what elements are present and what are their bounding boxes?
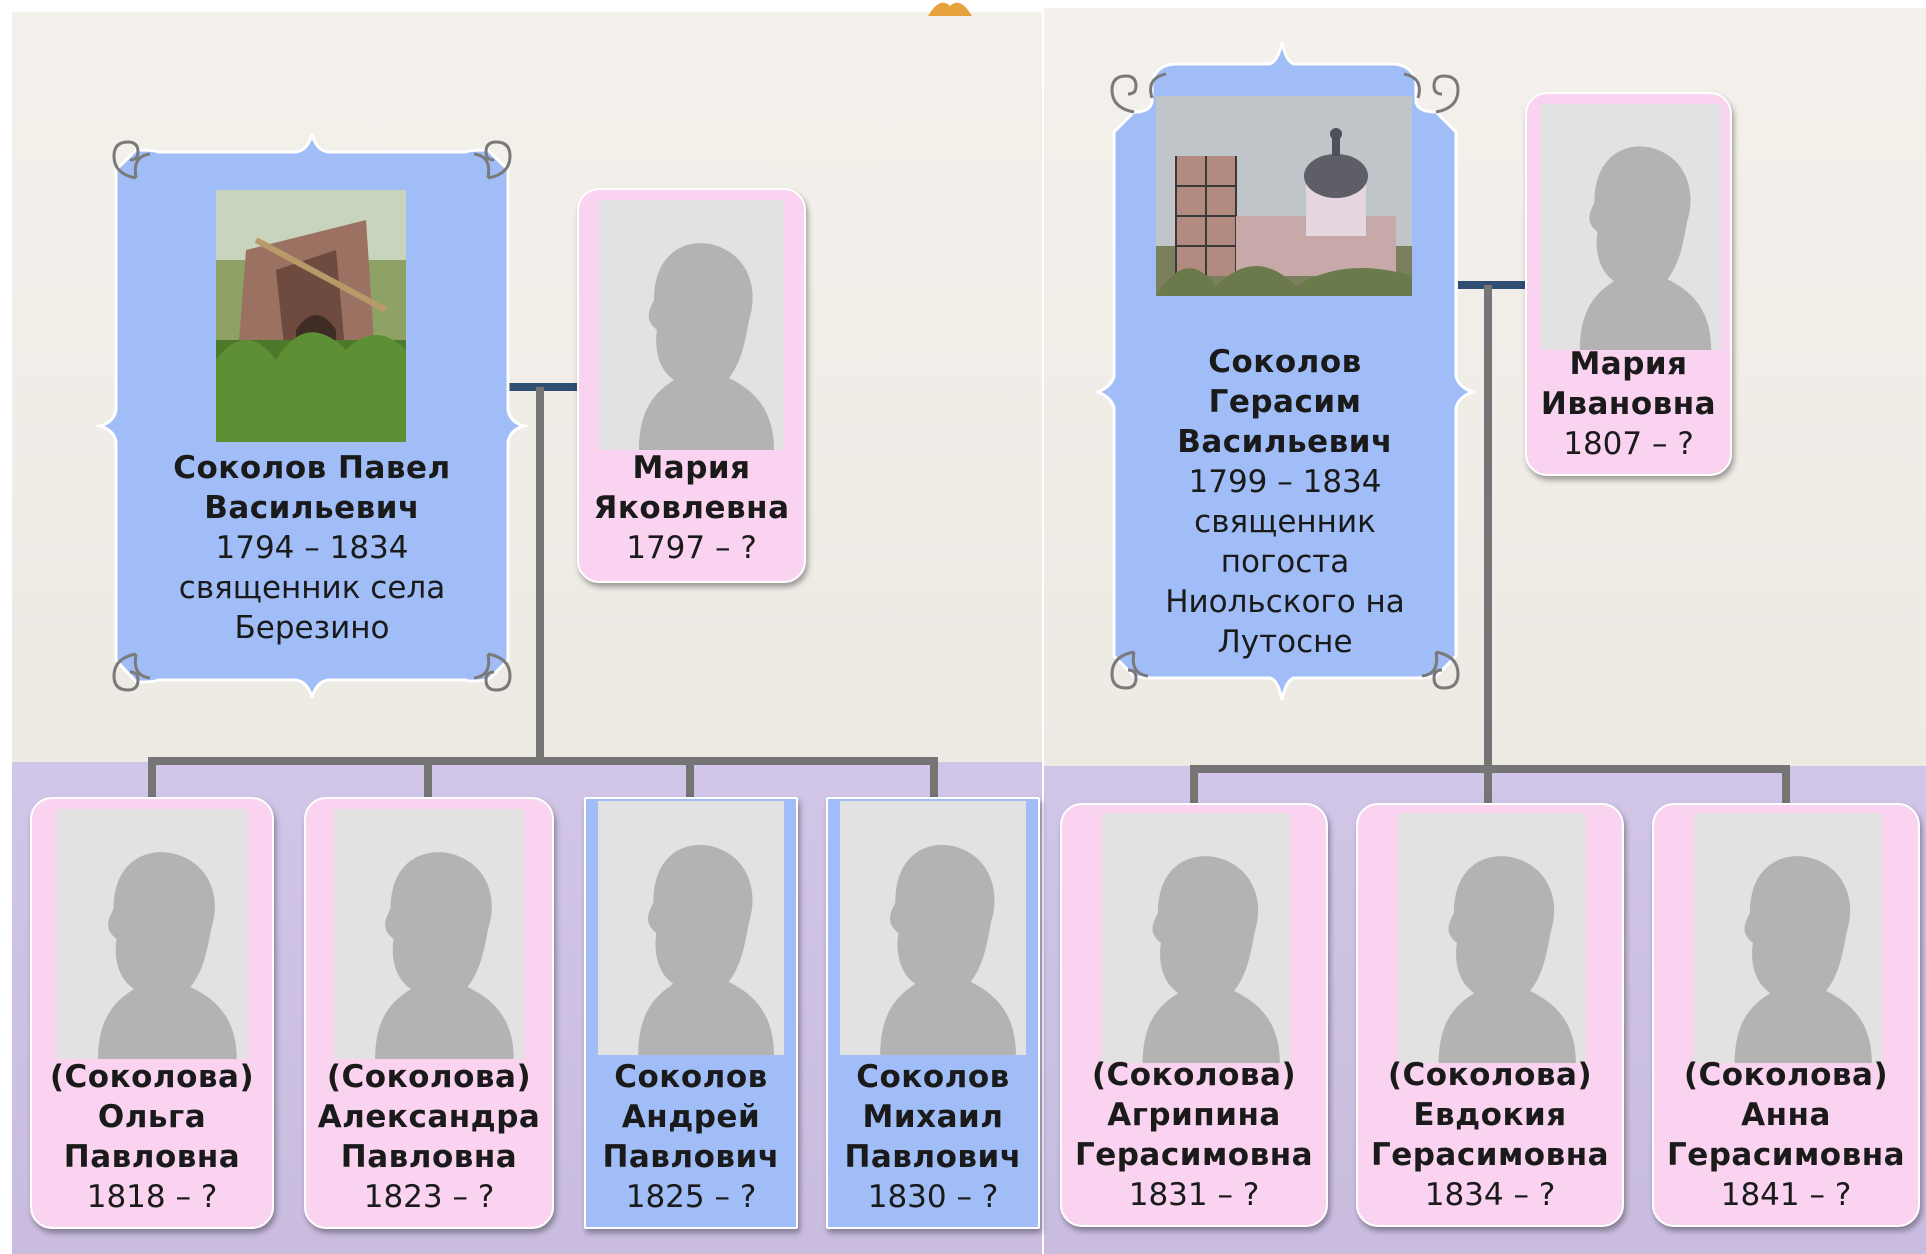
- right-father-card[interactable]: Соколов Герасим Васильевич 1799 – 1834 с…: [1094, 36, 1476, 730]
- child-text: (Соколова) Ольга Павловна 1818 – ?: [32, 1057, 272, 1217]
- left-child-drop-2: [424, 757, 432, 799]
- child-name-line-3: Павлович: [844, 1139, 1022, 1175]
- right-mother-name-line-1: Мария: [1569, 346, 1688, 382]
- right-child-drop-1: [1190, 765, 1198, 805]
- left-father-dates: 1794 – 1834: [215, 530, 409, 566]
- left-mother-name-line-2: Яковлевна: [593, 490, 790, 526]
- right-father-dates: 1799 – 1834: [1188, 464, 1382, 500]
- child-dates: 1834 – ?: [1424, 1177, 1556, 1213]
- child-name-line-2: Анна: [1741, 1097, 1831, 1133]
- left-father-occupation-2: Березино: [234, 610, 390, 646]
- silhouette-placeholder-icon: [598, 801, 784, 1055]
- child-dates: 1823 – ?: [363, 1179, 495, 1215]
- child-card[interactable]: Соколов Михаил Павлович 1830 – ?: [826, 797, 1040, 1229]
- right-mother-text: Мария Ивановна 1807 – ?: [1527, 344, 1730, 464]
- child-name-line-2: Михаил: [862, 1099, 1004, 1135]
- left-child-drop-1: [148, 757, 156, 799]
- child-text: (Соколова) Агрипина Герасимовна 1831 – ?: [1062, 1055, 1326, 1215]
- right-father-name-line-1: Соколов: [1208, 344, 1362, 380]
- left-father-occupation-1: священник села: [178, 570, 446, 606]
- child-text: (Соколова) Анна Герасимовна 1841 – ?: [1654, 1055, 1918, 1215]
- child-name-line-2: Агрипина: [1107, 1097, 1281, 1133]
- child-card[interactable]: Соколов Андрей Павлович 1825 – ?: [584, 797, 798, 1229]
- left-child-drop-4: [930, 757, 938, 799]
- child-text: Соколов Михаил Павлович 1830 – ?: [828, 1057, 1038, 1217]
- child-name-line-3: Павлович: [602, 1139, 780, 1175]
- left-father-name-line-1: Соколов Павел: [173, 450, 451, 486]
- child-name-line-2: Евдокия: [1413, 1097, 1567, 1133]
- child-card[interactable]: (Соколова) Александра Павловна 1823 – ?: [304, 797, 554, 1229]
- child-name-line-1: (Соколова): [1091, 1057, 1297, 1093]
- silhouette-placeholder-icon: [1102, 813, 1290, 1063]
- right-mother-card[interactable]: Мария Ивановна 1807 – ?: [1525, 92, 1732, 476]
- child-name-line-3: Герасимовна: [1370, 1137, 1610, 1173]
- child-name-line-3: Герасимовна: [1666, 1137, 1906, 1173]
- right-spouse-link: [1458, 281, 1528, 289]
- right-mother-dates: 1807 – ?: [1563, 426, 1694, 462]
- child-name-line-2: Андрей: [621, 1099, 761, 1135]
- child-dates: 1841 – ?: [1720, 1177, 1852, 1213]
- left-child-drop-3: [686, 757, 694, 799]
- left-father-text: Соколов Павел Васильевич 1794 – 1834 свя…: [96, 448, 528, 648]
- silhouette-placeholder-icon: [334, 809, 524, 1059]
- right-father-name-line-2: Герасим: [1208, 384, 1362, 420]
- child-name-line-3: Павловна: [340, 1139, 518, 1175]
- church-with-scaffolding-photo: [1156, 96, 1412, 296]
- silhouette-placeholder-icon: [840, 801, 1026, 1055]
- left-mother-card[interactable]: Мария Яковлевна 1797 – ?: [577, 188, 806, 583]
- right-child-drop-3: [1782, 765, 1790, 805]
- child-card[interactable]: (Соколова) Евдокия Герасимовна 1834 – ?: [1356, 803, 1624, 1227]
- child-card[interactable]: (Соколова) Агрипина Герасимовна 1831 – ?: [1060, 803, 1328, 1227]
- child-name-line-1: (Соколова): [1683, 1057, 1889, 1093]
- child-name-line-1: Соколов: [856, 1059, 1010, 1095]
- left-mother-name-line-1: Мария: [632, 450, 751, 486]
- child-name-line-3: Павловна: [63, 1139, 241, 1175]
- child-card[interactable]: (Соколова) Анна Герасимовна 1841 – ?: [1652, 803, 1920, 1227]
- left-father-card[interactable]: Соколов Павел Васильевич 1794 – 1834 свя…: [94, 130, 530, 720]
- child-text: (Соколова) Евдокия Герасимовна 1834 – ?: [1358, 1055, 1622, 1215]
- child-dates: 1818 – ?: [86, 1179, 218, 1215]
- right-father-name-line-3: Васильевич: [1177, 424, 1393, 460]
- right-father-occupation-2: погоста: [1220, 544, 1350, 580]
- left-descent-line: [536, 387, 544, 762]
- right-child-drop-2: [1484, 765, 1492, 805]
- child-card[interactable]: (Соколова) Ольга Павловна 1818 – ?: [30, 797, 274, 1229]
- ruined-brick-church-photo: [216, 190, 406, 442]
- silhouette-placeholder-icon: [1541, 104, 1721, 350]
- silhouette-placeholder-icon: [1398, 813, 1586, 1063]
- right-father-text: Соколов Герасим Васильевич 1799 – 1834 с…: [1094, 342, 1476, 662]
- child-text: Соколов Андрей Павлович 1825 – ?: [586, 1057, 796, 1217]
- child-dates: 1825 – ?: [625, 1179, 757, 1215]
- right-father-occupation-4: Лутосне: [1217, 624, 1353, 660]
- left-mother-text: Мария Яковлевна 1797 – ?: [579, 448, 804, 568]
- child-dates: 1831 – ?: [1128, 1177, 1260, 1213]
- child-name-line-1: Соколов: [614, 1059, 768, 1095]
- right-mother-name-line-2: Ивановна: [1540, 386, 1717, 422]
- right-father-occupation-3: Ниольского на: [1165, 584, 1405, 620]
- left-children-bar: [148, 757, 938, 765]
- left-father-name-line-2: Васильевич: [204, 490, 420, 526]
- child-name-line-3: Герасимовна: [1074, 1137, 1314, 1173]
- silhouette-placeholder-icon: [1694, 813, 1882, 1063]
- top-ornament-icon: [920, 0, 980, 16]
- right-descent-line: [1484, 285, 1492, 770]
- child-text: (Соколова) Александра Павловна 1823 – ?: [306, 1057, 552, 1217]
- right-father-occupation-1: священник: [1194, 504, 1376, 540]
- child-name-line-1: (Соколова): [1387, 1057, 1593, 1093]
- silhouette-placeholder-icon: [599, 200, 784, 450]
- left-mother-dates: 1797 – ?: [626, 530, 757, 566]
- child-name-line-1: (Соколова): [49, 1059, 255, 1095]
- silhouette-placeholder-icon: [57, 809, 247, 1059]
- child-name-line-2: Александра: [317, 1099, 541, 1135]
- child-dates: 1830 – ?: [867, 1179, 999, 1215]
- child-name-line-1: (Соколова): [326, 1059, 532, 1095]
- child-name-line-2: Ольга: [97, 1099, 207, 1135]
